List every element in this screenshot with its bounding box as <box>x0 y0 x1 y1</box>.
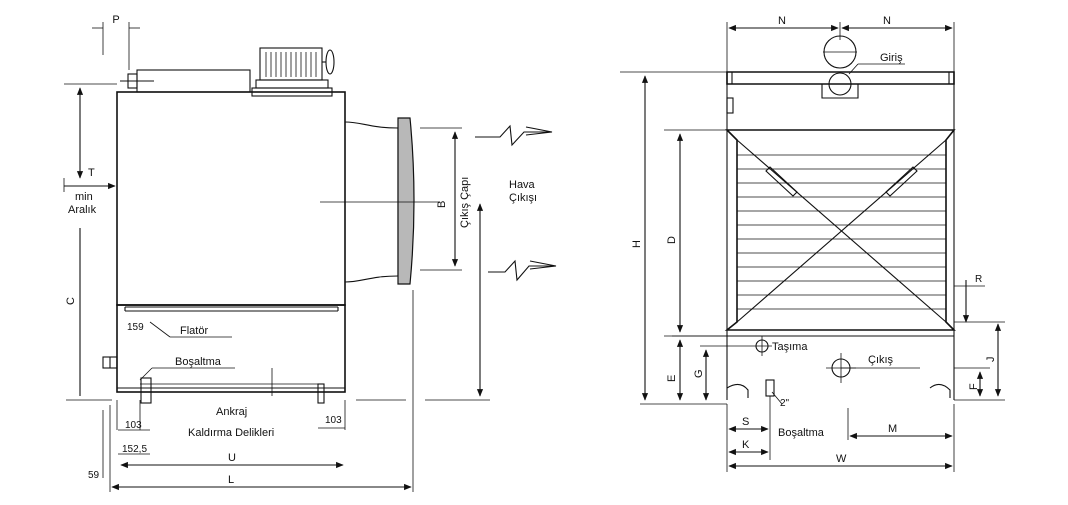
dim-t-label: T <box>88 167 95 179</box>
side-casing <box>116 91 346 306</box>
louver-panel <box>724 129 956 331</box>
dim-n-left: N <box>778 15 786 27</box>
dim-j-label: J <box>985 357 997 363</box>
bottom-drain <box>765 379 775 397</box>
dim-d-label: D <box>666 236 678 244</box>
side-basin <box>116 304 346 393</box>
dim-e-label: E <box>666 375 678 382</box>
dim-n-right: N <box>883 15 891 27</box>
dim-g-label: G <box>693 369 705 378</box>
dim-103-right: 103 <box>325 415 342 426</box>
dim-p-label: P <box>112 14 119 26</box>
front-view: N N Giriş H <box>620 15 1005 472</box>
outlet-diameter-label: Çıkış Çapı <box>459 177 471 228</box>
dim-u-label: U <box>228 452 236 464</box>
pipe-size-label: 2" <box>780 398 790 409</box>
dim-159-label: 159 <box>127 322 144 333</box>
side-drain-label: Boşaltma <box>175 356 222 368</box>
inlet-label: Giriş <box>880 52 903 64</box>
float-label: Flatör <box>180 325 208 337</box>
outlet-conn-label: Çıkış <box>868 354 894 366</box>
dim-f-label: F <box>968 383 980 390</box>
dim-m-label: M <box>888 423 897 435</box>
front-drain-label: Boşaltma <box>778 427 825 439</box>
dim-h-label: H <box>631 240 643 248</box>
overflow-label: Taşıma <box>772 341 808 353</box>
lifting-holes-label: Kaldırma Delikleri <box>188 427 274 439</box>
dim-s-label: S <box>742 416 749 428</box>
dim-r-label: R <box>975 274 982 285</box>
clearance-label: Aralık <box>68 204 97 216</box>
dim-c-label: C <box>65 297 77 305</box>
dim-w-label: W <box>836 453 847 465</box>
side-view: B Çıkış Çapı Hava Çıkışı P T min Aralık … <box>63 14 557 492</box>
dim-b-label: B <box>436 201 448 208</box>
outlet-label: Çıkışı <box>509 192 537 204</box>
dim-k-label: K <box>742 439 750 451</box>
dim-l-label: L <box>228 474 234 486</box>
min-label: min <box>75 191 93 203</box>
motor-body <box>259 47 323 81</box>
air-label: Hava <box>509 179 536 191</box>
drain-pipe <box>140 377 152 404</box>
louver-slats <box>737 154 946 310</box>
dim-152-5-label: 152,5 <box>122 444 147 455</box>
dim-59-label: 59 <box>88 470 100 481</box>
anchor-label: Ankraj <box>216 406 247 418</box>
air-outlet-flange <box>397 117 415 285</box>
dim-103-left: 103 <box>125 420 142 431</box>
